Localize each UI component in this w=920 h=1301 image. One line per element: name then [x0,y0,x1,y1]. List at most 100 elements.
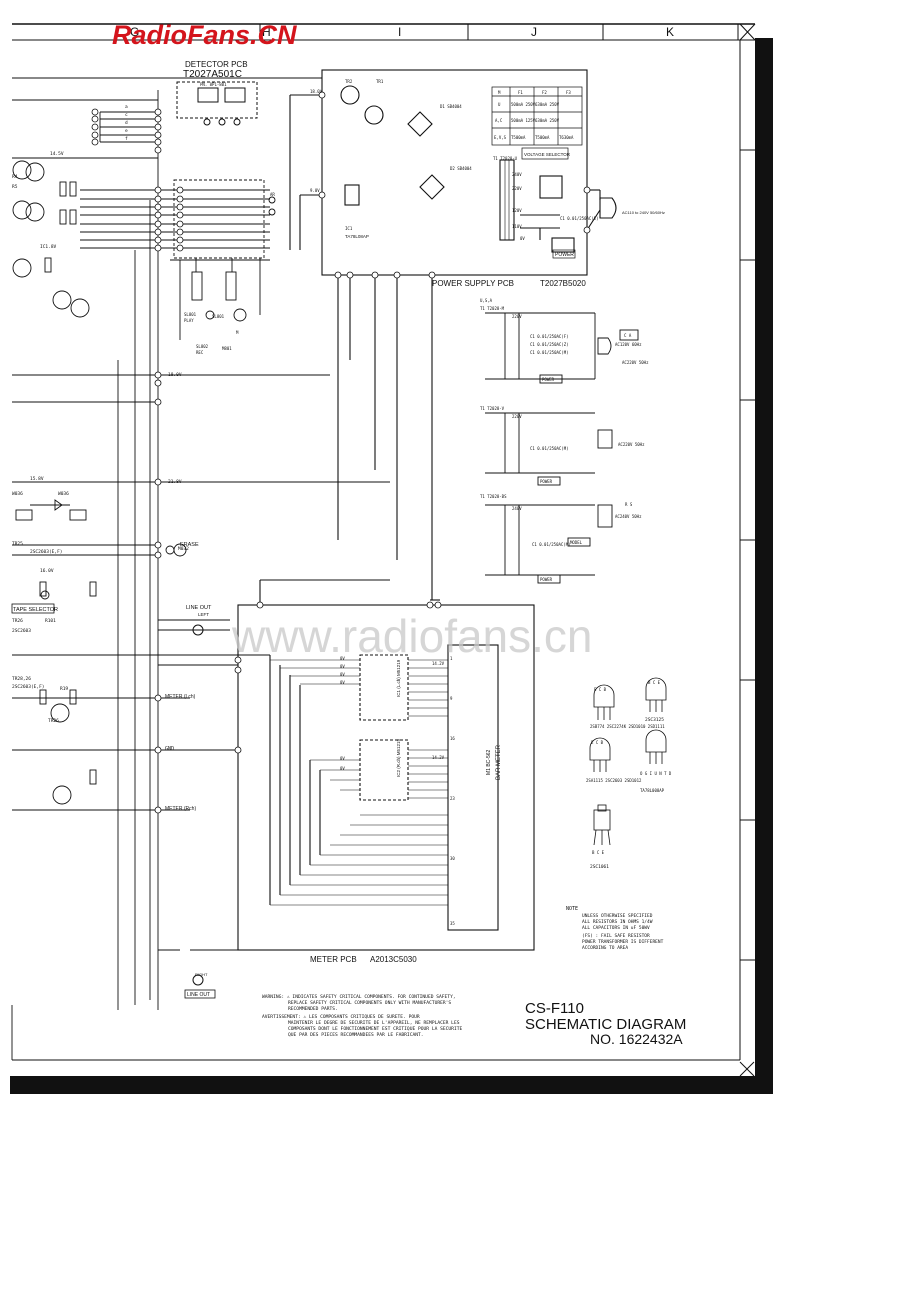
svg-text:14.2V: 14.2V [432,755,445,760]
svg-text:120V: 120V [512,208,522,213]
svg-text:REC: REC [196,350,204,355]
svg-text:23: 23 [450,796,455,801]
switch-block-labels: AR SL801 PLAY SL801 M SL802 REC M801 [184,192,275,355]
fuse-r2c3: T630mA [559,135,574,140]
line-out-left-label: LINE OUT [186,605,212,611]
regulator-label: TA78L08AP [345,234,369,239]
svg-text:IC1.8V: IC1.8V [40,244,57,250]
fuse-h2: F2 [542,90,547,95]
title-name: SCHEMATIC DIAGRAM [525,1016,686,1033]
svg-text:T1 T2028-M: T1 T2028-M [480,306,505,311]
detector-connector: PN. 8P1-801 [200,82,227,87]
svg-text:TR26: TR26 [12,618,23,624]
warning-line: RECOMMENDED PARTS. [288,1006,338,1012]
line-out-left-jack [192,624,204,636]
fuse-r1c0: A,C [495,118,503,123]
svg-text:16: 16 [450,736,455,741]
border-ticks [740,149,755,961]
power-supply-pcb-board [289,69,617,600]
svg-text:AC220V 50Hz: AC220V 50Hz [622,360,649,365]
line-out-right-label: LINE OUT [187,992,210,998]
svg-text:0V: 0V [340,656,345,661]
note-line: ALL CAPACITORS IN uF 50WV [582,925,650,931]
svg-text:a: a [125,105,128,110]
svg-text:110V: 110V [512,224,522,229]
fuse-r0c2: 630mA 250V [535,102,560,107]
fuse-r0c0: U [498,102,501,107]
svg-text:220V: 220V [512,414,522,419]
line-out-right-jack [192,974,204,986]
line-out-right-sub: RIGHT [195,972,208,977]
svg-text:0V: 0V [340,664,345,669]
power-switch-box [552,249,576,259]
svg-text:e: e [125,129,128,134]
svg-text:1: 1 [450,656,453,661]
power-supply-pcb-part: T2027B5020 [540,279,586,288]
svg-text:2SC2603(E,F): 2SC2603(E,F) [30,549,63,555]
warning-line: MAINTENIR LE DEGRE DE SECURITE DE L'APPA… [288,1020,460,1026]
svg-text:R101: R101 [45,618,56,624]
svg-text:SL801: SL801 [212,314,225,319]
svg-text:0V: 0V [520,236,525,241]
meter-pcb-part: A2013C5030 [370,955,417,964]
left-circuit-parts [12,160,187,805]
svg-text:0V: 0V [340,680,345,685]
note-lines: UNLESS OTHERWISE SPECIFIED ALL RESISTORS… [582,913,664,951]
svg-text:C A: C A [624,333,632,338]
svg-text:18.0V: 18.0V [310,89,323,94]
svg-text:18.0V: 18.0V [168,372,182,378]
note-line: ALL RESISTORS IN OHMS 1/4W [582,919,653,925]
svg-text:W036: W036 [12,491,23,497]
svg-text:C1 0.01/250AC(M): C1 0.01/250AC(M) [530,446,569,451]
svg-text:PLAY: PLAY [184,318,194,323]
svg-text:POWER: POWER [540,577,553,582]
svg-text:TR1: TR1 [376,79,384,84]
fuse-r1c1: 500mA 125V [511,118,536,123]
svg-text:AC240V 50Hz: AC240V 50Hz [615,514,642,519]
sheet-frame [10,23,773,1094]
note-line: (FS) : FAIL SAFE RESISTOR [582,933,650,939]
grid-col-g: G [130,25,139,39]
transformer-variant-v-labels: T1 T2028-V 220V C1 0.01/250AC(M) AC220V … [480,406,645,484]
warning-line: REPLACE SAFETY CRITICAL COMPONENTS ONLY … [288,1000,451,1006]
svg-text:R S: R S [625,502,633,507]
svg-text:R19: R19 [60,686,68,692]
meter-pcb-connectors [234,601,442,754]
svg-text:TR25: TR25 [12,541,23,547]
svg-text:f: f [125,136,128,142]
svg-text:POWER: POWER [540,479,553,484]
grid-col-j: J [531,25,537,39]
svg-text:D2 SB4004: D2 SB4004 [450,166,472,171]
note-heading: NOTE [566,906,578,912]
svg-text:2SC2603: 2SC2603 [12,628,31,634]
svg-text:14.5V: 14.5V [50,151,64,157]
note-line: ACCORDING TO AREA [582,945,628,951]
switch-block [173,179,276,340]
svg-text:0V: 0V [340,756,345,761]
warning-line: AVERTISSEMENT: ⚠ LES COMPOSANTS CRITIQUE… [262,1014,420,1020]
svg-text:9.0V: 9.0V [310,188,320,193]
power-switch-label: POWER [555,252,574,258]
bar-meter-label: BAR METER [496,744,502,780]
svg-text:240V: 240V [512,506,522,511]
transformer-variant-v [485,412,613,486]
line-out-right-box [184,989,216,999]
transistor-pinouts [589,677,667,846]
radiofans-logo: RadioFans.CN [112,20,297,50]
fuse-r2c2: T500mA [535,135,550,140]
transistor-5-pins: B C E [592,850,605,855]
svg-text:MODEL: MODEL [570,540,583,545]
svg-text:C1 0.01/250AC(Z): C1 0.01/250AC(Z) [530,342,569,347]
svg-text:C1 0.01/250AC(M): C1 0.01/250AC(M) [530,350,569,355]
detector-pcb-board [176,81,258,126]
grid-col-h: H [262,25,271,39]
svg-text:TR2: TR2 [345,79,353,84]
fuse-table-text: M F1 F2 F3 U 500mA 250V 630mA 250V A,C 5… [494,90,574,140]
signal-bus [11,77,390,1060]
svg-text:C1 0.01/250AC(F): C1 0.01/250AC(F) [530,334,569,339]
svg-text:2SC2603(E,F): 2SC2603(E,F) [12,684,45,690]
gnd-label: GND [165,746,174,752]
transistor-3-pins: E C B [591,740,604,745]
warning-line: WARNING: ⚠ INDICATES SAFETY CRITICAL COM… [262,994,456,1000]
